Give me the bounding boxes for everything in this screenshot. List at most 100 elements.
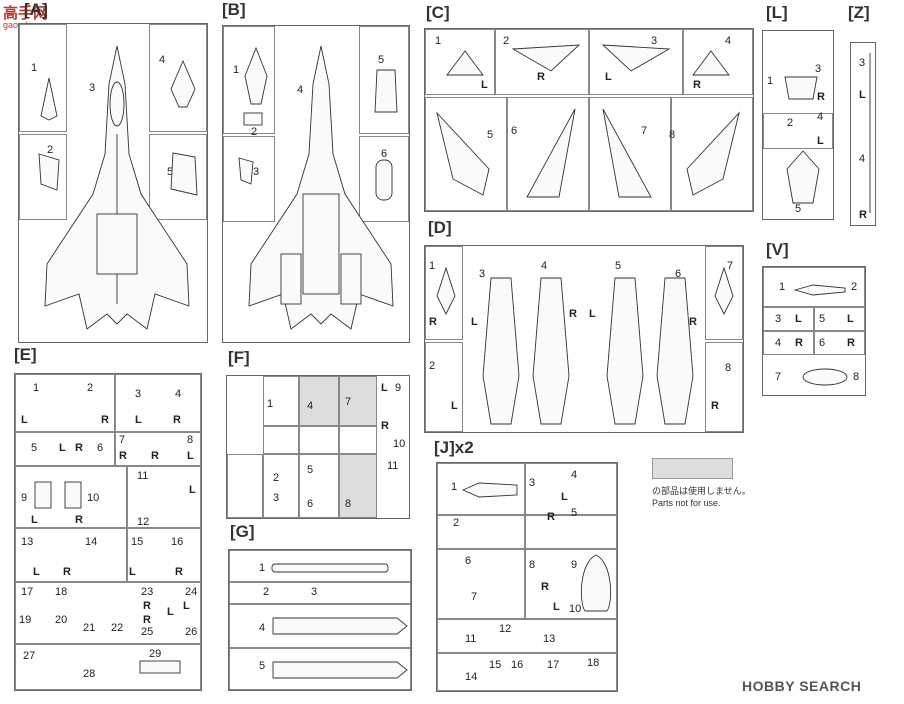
label: 7 [345, 396, 352, 408]
label: 4 [725, 35, 732, 47]
label: R [537, 71, 545, 83]
brand-logo: HOBBY SEARCH [742, 678, 862, 694]
sheet-tag-b: [B] [222, 0, 246, 19]
label: 12 [137, 516, 150, 528]
label: 3 [479, 268, 486, 280]
label: 3 [273, 492, 280, 504]
label: 1 [767, 75, 774, 87]
label: 5 [31, 442, 38, 454]
sprue-v: 1 2 3 L 5 L 4 R 6 R 7 8 [762, 266, 866, 396]
label: 8 [725, 362, 732, 374]
label: 5 [378, 54, 385, 66]
sheet-tag-j: [J]x2 [434, 438, 474, 457]
label: 4 [175, 388, 182, 400]
label: 16 [171, 536, 184, 548]
label: 15 [489, 659, 502, 671]
sprue-z: 3 L 4 R [850, 42, 876, 226]
not-used-swatch [652, 458, 733, 479]
part-e29 [139, 660, 181, 674]
label: R [143, 600, 151, 612]
label: 3 [89, 82, 96, 94]
sprue-d: 1 3 4 5 6 7 R L R L R 2 8 L R [424, 245, 744, 433]
label: 1 [259, 562, 266, 574]
label: R [119, 450, 127, 462]
watermark-logo: 高手网 [3, 5, 49, 22]
part-b2 [243, 112, 263, 126]
label: L [589, 308, 596, 320]
label: 1 [33, 382, 40, 394]
label: 16 [511, 659, 524, 671]
label: 21 [83, 622, 96, 634]
part-e9 [34, 481, 52, 509]
label: 1 [779, 281, 786, 293]
label: 5 [571, 507, 578, 519]
label: 5 [819, 313, 826, 325]
legend-en: Parts not for use. [652, 498, 721, 508]
label: 3 [135, 388, 142, 400]
label: 13 [543, 633, 556, 645]
label: 8 [669, 129, 676, 141]
label: R [429, 316, 437, 328]
part-j1 [461, 482, 518, 498]
label: 4 [859, 153, 866, 165]
label: L [471, 316, 478, 328]
sheet-tag-c: [C] [426, 3, 450, 22]
part-c3 [601, 44, 671, 72]
label: 3 [253, 166, 260, 178]
label: 6 [465, 555, 472, 567]
label: L [795, 313, 802, 325]
label: 8 [529, 559, 536, 571]
part-d6 [656, 277, 694, 425]
label: 20 [55, 614, 68, 626]
part-d5 [606, 277, 644, 425]
sprue-l: 1 3 R 2 4 L 5 [762, 30, 834, 220]
part-g4 [272, 617, 408, 635]
label: 8 [853, 371, 860, 383]
label: 7 [119, 434, 126, 446]
label: 3 [651, 35, 658, 47]
label: 7 [775, 371, 782, 383]
label: R [795, 337, 803, 349]
label: 7 [641, 125, 648, 137]
label: 15 [131, 536, 144, 548]
label: L [561, 491, 568, 503]
sheet-tag-a: [A] [24, 0, 48, 19]
label: L [135, 414, 142, 426]
label: 6 [511, 125, 518, 137]
label: 9 [21, 492, 28, 504]
label: L [33, 566, 40, 578]
sheet-tag-f: [F] [228, 348, 250, 367]
label: L [451, 400, 458, 412]
label: L [59, 442, 66, 454]
label: 3 [529, 477, 536, 489]
sheet-tag-d: [D] [428, 218, 452, 237]
part-c6 [526, 108, 576, 198]
sheet-tag-e: [E] [14, 345, 37, 364]
label: 1 [429, 260, 436, 272]
part-a5 [170, 152, 198, 196]
part-l-canopy [786, 150, 820, 204]
label: R [569, 308, 577, 320]
label: 3 [311, 586, 318, 598]
label: 2 [263, 586, 270, 598]
sprue-j: 1 3 4 R L 2 5 6 8 9 7 R L 10 12 11 13 18… [436, 462, 618, 692]
label: 5 [259, 660, 266, 672]
label: 5 [615, 260, 622, 272]
label: 11 [387, 460, 399, 472]
part-l-seat [784, 76, 818, 100]
label: R [101, 414, 109, 426]
part-v1 [793, 284, 846, 296]
part-g1 [271, 563, 389, 573]
label: R [175, 566, 183, 578]
label: R [711, 400, 719, 412]
label: R [173, 414, 181, 426]
label: 7 [471, 591, 478, 603]
part-c8 [686, 111, 740, 196]
label: L [847, 313, 854, 325]
label: 3 [859, 57, 866, 69]
part-b6 [375, 159, 393, 201]
sprue-c: 1 2 3 4 L R L R 5 6 7 8 R R L L [424, 28, 754, 212]
label: 4 [259, 622, 266, 634]
part-c2 [511, 44, 581, 72]
label: 2 [453, 517, 460, 529]
